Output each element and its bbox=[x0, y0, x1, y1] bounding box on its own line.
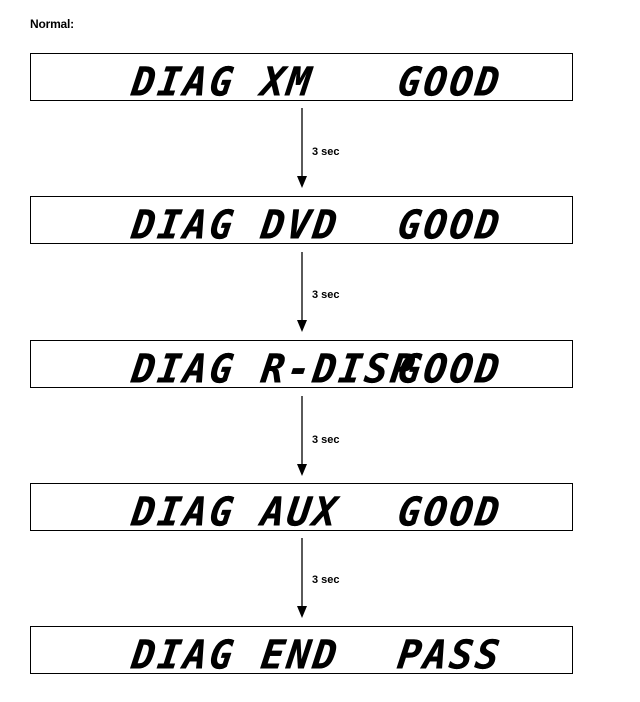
lcd-item-status: GOOD bbox=[394, 488, 505, 536]
down-arrow-icon bbox=[297, 252, 307, 332]
lcd-item-status: GOOD bbox=[394, 58, 505, 106]
lcd-item-label: DIAG AUX bbox=[128, 488, 343, 536]
lcd-display-xm: DIAG XM GOOD bbox=[30, 53, 573, 106]
down-arrow-icon bbox=[297, 396, 307, 476]
lcd-item-label: DIAG END bbox=[128, 631, 343, 679]
transition-label: 3 sec bbox=[312, 289, 340, 301]
down-arrow-icon bbox=[297, 108, 307, 188]
lcd-item-label: DIAG DVD bbox=[128, 201, 343, 249]
lcd-item-status: GOOD bbox=[394, 345, 505, 393]
lcd-item-status: PASS bbox=[394, 631, 505, 679]
lcd-item-label: DIAG R-DISP bbox=[128, 345, 420, 393]
lcd-display-end: DIAG END PASS bbox=[30, 626, 573, 679]
lcd-display-dvd: DIAG DVD GOOD bbox=[30, 196, 573, 249]
lcd-item-label: DIAG XM bbox=[128, 58, 317, 106]
lcd-item-status: GOOD bbox=[394, 201, 505, 249]
lcd-display-aux: DIAG AUX GOOD bbox=[30, 483, 573, 536]
transition-label: 3 sec bbox=[312, 574, 340, 586]
transition-label: 3 sec bbox=[312, 146, 340, 158]
diagram-heading: Normal: bbox=[30, 17, 74, 31]
transition-label: 3 sec bbox=[312, 434, 340, 446]
down-arrow-icon bbox=[297, 538, 307, 618]
lcd-display-r-disp: DIAG R-DISP GOOD bbox=[30, 340, 573, 393]
